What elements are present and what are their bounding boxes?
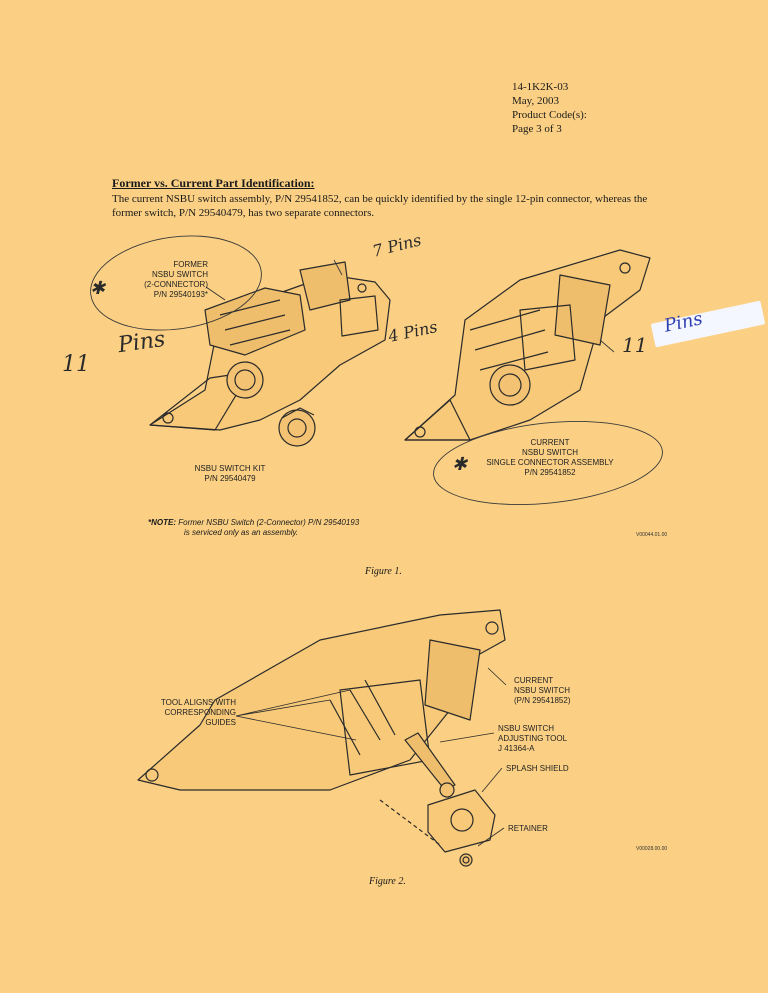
figure2-drawing [137, 609, 506, 867]
figure1-note: *NOTE: Former NSBU Switch (2-Connector) … [148, 518, 359, 538]
note-prefix: *NOTE: [148, 518, 176, 527]
splash-shield-label: SPLASH SHIELD [506, 764, 569, 773]
doc-number: 14-1K2K-03 [512, 81, 569, 93]
product-codes: Product Code(s): [512, 109, 587, 121]
retainer-label: RETAINER [508, 824, 548, 833]
figure1-image-code: V00044.01.00 [636, 532, 668, 538]
doc-date: May, 2003 [512, 95, 559, 107]
figure1-caption: Figure 1. [365, 566, 402, 577]
handwritten-eleven-left: 11 [62, 352, 90, 377]
section-title: Former vs. Current Part Identification: [112, 176, 315, 190]
figure2-current-label: CURRENT NSBU SWITCH (P/N 29541852) [514, 676, 571, 705]
former-switch-drawing [149, 261, 391, 447]
section-body: The current NSBU switch assembly, P/N 29… [112, 193, 648, 219]
figure2-image-code: V00028.00.00 [636, 846, 668, 852]
star-icon: ✱ [452, 454, 468, 475]
former-switch-label: FORMER NSBU SWITCH (2-CONNECTOR) P/N 295… [144, 260, 208, 299]
note-line-1: Former NSBU Switch (2-Connector) P/N 295… [178, 518, 360, 527]
document-header: 14-1K2K-03 May, 2003 Product Code(s): Pa… [512, 80, 587, 136]
note-line-2: is serviced only as an assembly. [184, 528, 299, 537]
tool-align-label: TOOL ALIGNS WITH CORRESPONDING GUIDES [160, 698, 236, 727]
current-switch-label: CURRENT NSBU SWITCH SINGLE CONNECTOR ASS… [486, 438, 614, 477]
page-number: Page 3 of 3 [512, 123, 562, 135]
figure2-caption: Figure 2. [369, 876, 406, 887]
kit-label: NSBU SWITCH KIT P/N 29540479 [194, 464, 266, 483]
adjusting-tool-label: NSBU SWITCH ADJUSTING TOOL J 41364-A [498, 724, 568, 753]
handwritten-eleven-right: 11 [622, 333, 648, 357]
current-switch-drawing [404, 249, 651, 441]
star-icon: ✱ [90, 278, 106, 299]
